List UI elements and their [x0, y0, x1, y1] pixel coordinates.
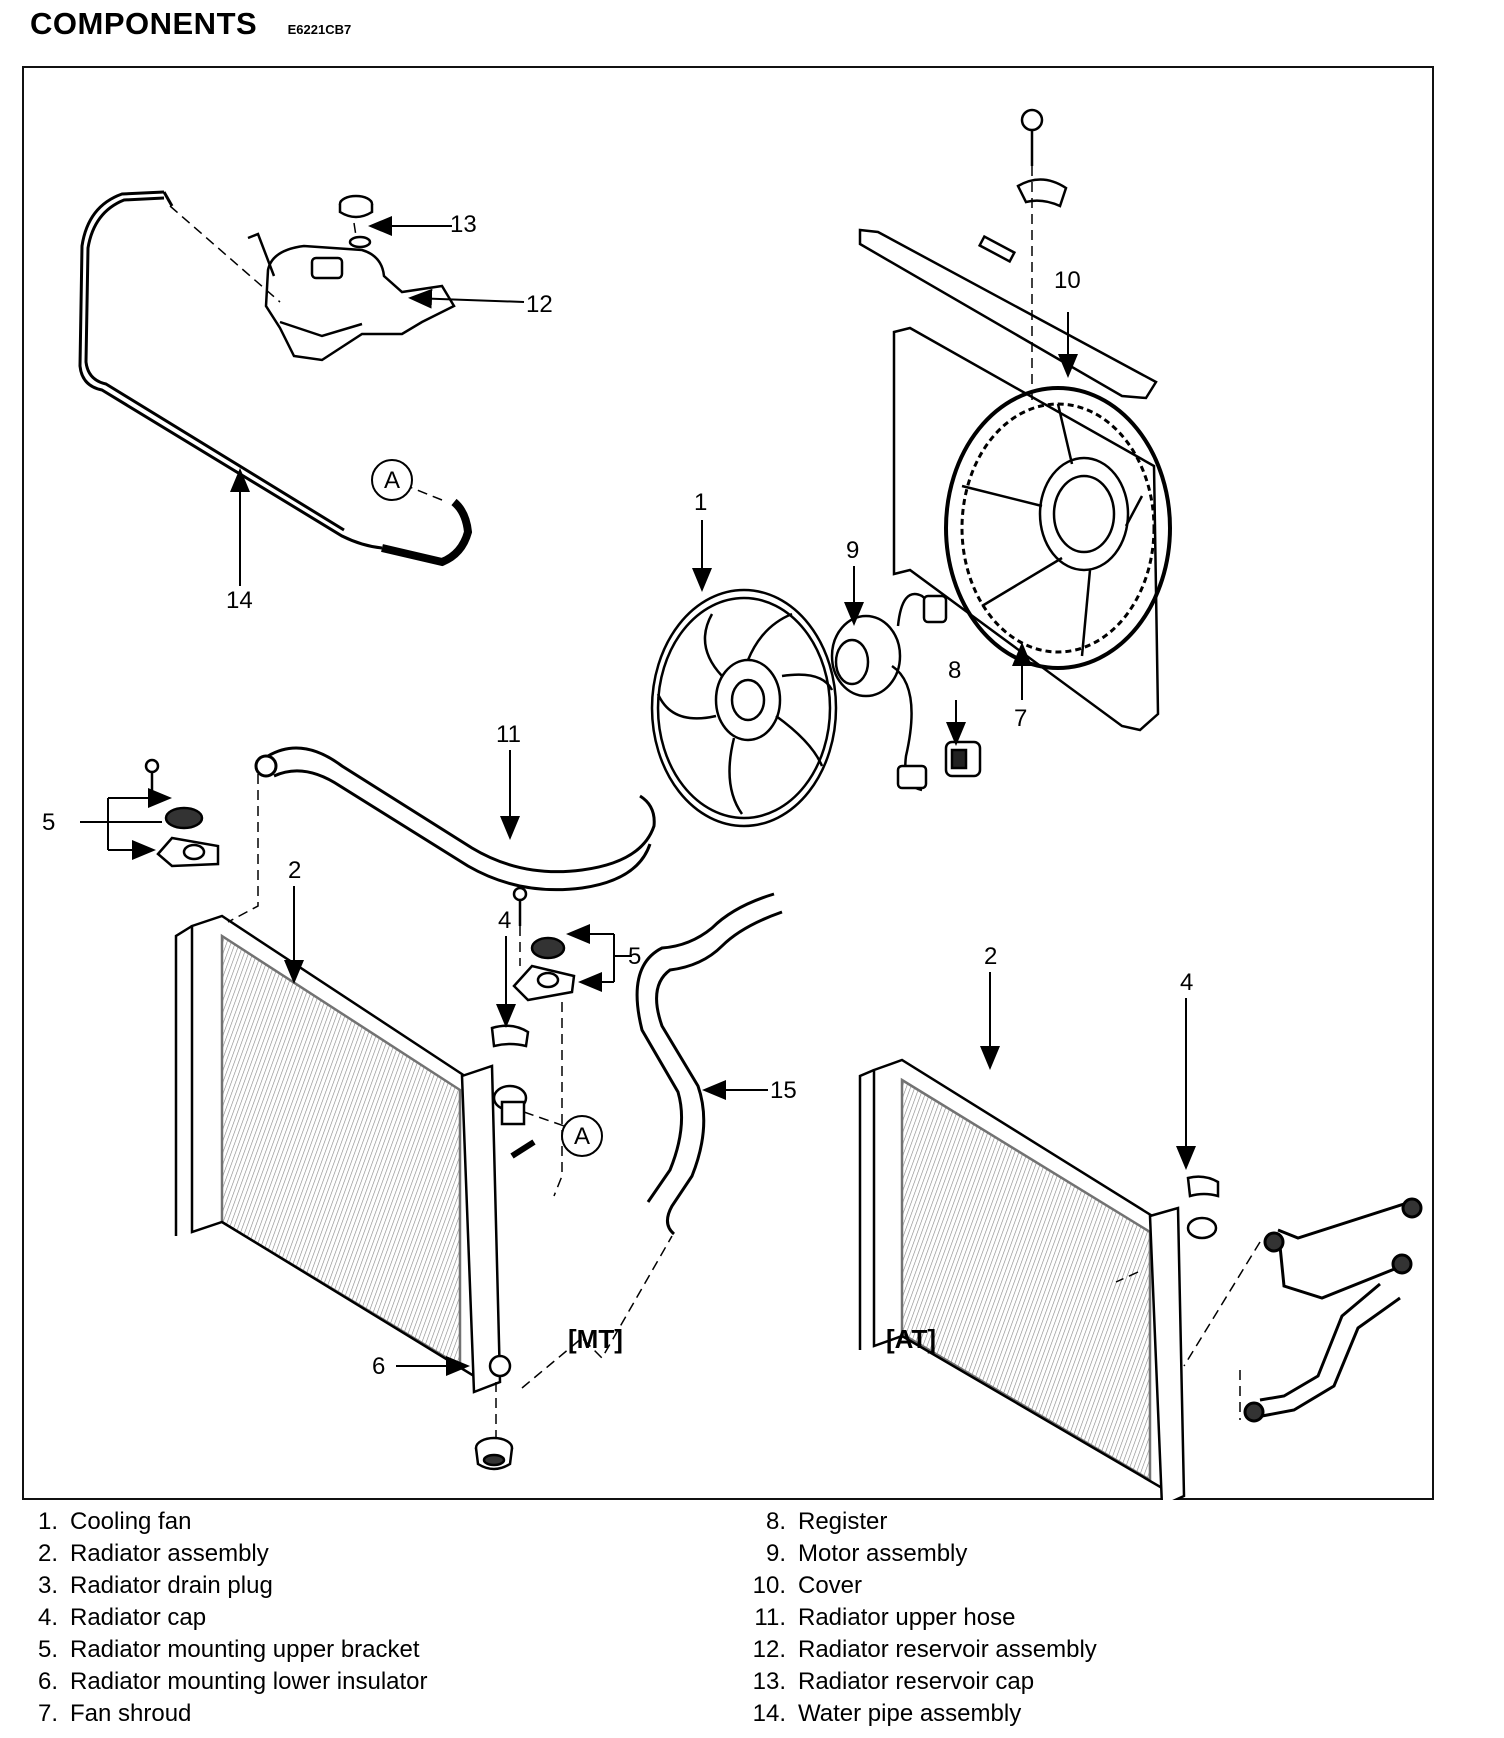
- legend-label: Cover: [798, 1572, 863, 1599]
- variant-label-mt: [MT]: [568, 1324, 623, 1354]
- legend-label: Radiator reservoir cap: [798, 1668, 1035, 1695]
- page-header: COMPONENTS E6221CB7: [30, 6, 351, 46]
- radiator-assembly-at: [858, 1058, 1220, 1500]
- callout-15: 15: [770, 1077, 797, 1104]
- legend-left: 1. Cooling fan 2. Radiator assembly 3. Radi…: [28, 1506, 428, 1730]
- legend-number: 1.: [37, 1508, 58, 1535]
- legend-item: 13. Radiator reservoir cap: [730, 1666, 1097, 1698]
- legend-item: 1. Cooling fan: [28, 1506, 428, 1538]
- legend-number: 8.: [765, 1508, 786, 1535]
- register: [944, 740, 982, 778]
- callout-13: 13: [450, 211, 477, 238]
- callout-2-mt: 2: [288, 857, 301, 884]
- radiator-reservoir-assembly: [247, 232, 456, 362]
- radiator-cap-mt: [490, 1024, 530, 1048]
- cover-bolt: [1016, 108, 1068, 208]
- callout-10: 10: [1054, 267, 1081, 294]
- motor-assembly: [830, 592, 948, 792]
- legend-item: 3. Radiator drain plug: [28, 1570, 428, 1602]
- legend-label: Radiator reservoir assembly: [798, 1636, 1097, 1663]
- legend-number: 9.: [765, 1540, 786, 1567]
- legend-item: 9. Motor assembly: [730, 1538, 1097, 1570]
- radiator-reservoir-cap: [338, 194, 374, 249]
- callout-1: 1: [694, 489, 707, 516]
- reference-a-bottom-label: A: [574, 1123, 590, 1150]
- legend-label: Radiator mounting lower insulator: [70, 1668, 428, 1695]
- callout-7: 7: [1014, 705, 1027, 732]
- radiator-upper-hose: [254, 746, 656, 892]
- callout-8: 8: [948, 657, 961, 684]
- callout-11: 11: [496, 721, 521, 748]
- legend-number: 4.: [37, 1604, 58, 1631]
- legend-label: Radiator mounting upper bracket: [70, 1636, 420, 1663]
- leader-dashes: [169, 166, 1261, 1438]
- cooling-fan: [650, 588, 838, 828]
- legend-number: 6.: [37, 1668, 58, 1695]
- radiator-lower-hose: [635, 892, 783, 1236]
- legend-item: 11. Radiator upper hose: [730, 1602, 1097, 1634]
- legend-label: Radiator drain plug: [70, 1572, 273, 1599]
- callout-12: 12: [526, 291, 553, 318]
- callout-5-right: 5: [628, 943, 641, 970]
- legend-label: Register: [798, 1508, 888, 1535]
- legend-label: Water pipe assembly: [798, 1700, 1022, 1727]
- mounting-bracket-right: [512, 886, 576, 1002]
- callout-2-at: 2: [984, 943, 997, 970]
- callout-14: 14: [226, 587, 253, 614]
- legend-label: Motor assembly: [798, 1540, 968, 1567]
- legend-label: Radiator upper hose: [798, 1604, 1016, 1631]
- legend-item: 4. Radiator cap: [28, 1602, 428, 1634]
- legend-item: 6. Radiator mounting lower insulator: [28, 1666, 428, 1698]
- reference-a-top-label: A: [384, 467, 400, 494]
- callout-9: 9: [846, 537, 859, 564]
- water-pipe-assembly: [78, 190, 473, 567]
- legend-item: 2. Radiator assembly: [28, 1538, 428, 1570]
- legend-number: 12.: [752, 1636, 786, 1663]
- reference-a-top: A: [371, 459, 413, 501]
- legend-number: 10.: [752, 1572, 786, 1599]
- callout-4-mt: 4: [498, 907, 511, 934]
- reference-a-bottom: A: [561, 1115, 603, 1157]
- legend-item: 10. Cover: [730, 1570, 1097, 1602]
- mounting-bracket-left: [144, 758, 220, 868]
- radiator-assembly-mt: [174, 914, 536, 1394]
- callout-arrows: [80, 216, 1196, 1376]
- callout-5-left: 5: [42, 809, 55, 836]
- legend-right: 8. Register 9. Motor assembly 10. Cover 11.…: [730, 1506, 1097, 1730]
- legend-number: 13.: [752, 1668, 786, 1695]
- lower-insulator: [474, 1436, 514, 1471]
- legend-item: 8. Register: [730, 1506, 1097, 1538]
- legend-number: 14.: [752, 1700, 786, 1727]
- diagram-frame: [22, 66, 1434, 1500]
- legend-label: Cooling fan: [70, 1508, 192, 1535]
- legend-number: 5.: [37, 1636, 58, 1663]
- legend-number: 3.: [37, 1572, 58, 1599]
- callout-4-at: 4: [1180, 969, 1193, 996]
- variant-label-at: [AT]: [886, 1324, 936, 1354]
- legend-item: 14. Water pipe assembly: [730, 1698, 1097, 1730]
- legend-number: 7.: [37, 1700, 58, 1727]
- legend-label: Fan shroud: [70, 1700, 192, 1727]
- legend-number: 11.: [754, 1604, 786, 1631]
- document-code: E6221CB7: [287, 22, 352, 37]
- legend-label: Radiator cap: [70, 1604, 207, 1631]
- at-oil-cooler-pipes: [1243, 1197, 1423, 1423]
- legend-label: Radiator assembly: [70, 1540, 269, 1567]
- fan-shroud: [892, 326, 1172, 732]
- callout-6: 6: [372, 1353, 385, 1380]
- legend-item: 7. Fan shroud: [28, 1698, 428, 1730]
- components-diagram: A A 13 12 10 14 1 9 8 7 11 5 2 4 5 15 6 …: [42, 108, 1423, 1500]
- legend-item: 5. Radiator mounting upper bracket: [28, 1634, 428, 1666]
- fan-shroud-cover: [858, 228, 1158, 400]
- legend-item: 12. Radiator reservoir assembly: [730, 1634, 1097, 1666]
- page-title: COMPONENTS: [30, 6, 258, 41]
- legend-number: 2.: [37, 1540, 58, 1567]
